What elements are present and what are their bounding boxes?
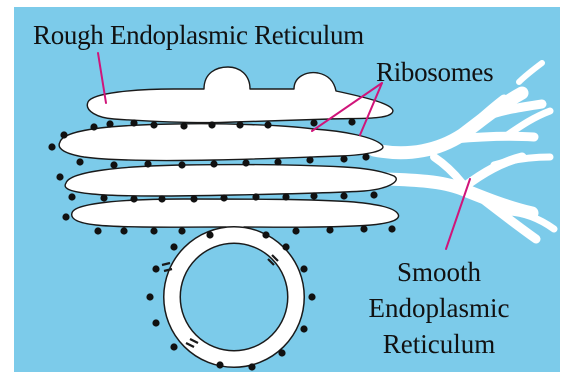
smooth-er-label: Smooth Endoplasmic Reticulum xyxy=(364,254,514,362)
smooth-er-label-line-3: Reticulum xyxy=(364,326,514,362)
ribosomes-label: Ribosomes xyxy=(376,59,493,86)
smooth-er-label-line-1: Smooth xyxy=(364,254,514,290)
cisterna-3 xyxy=(65,165,396,196)
smooth-er-label-line-2: Endoplasmic xyxy=(364,290,514,326)
rough-er-label: Rough Endoplasmic Reticulum xyxy=(33,22,364,49)
